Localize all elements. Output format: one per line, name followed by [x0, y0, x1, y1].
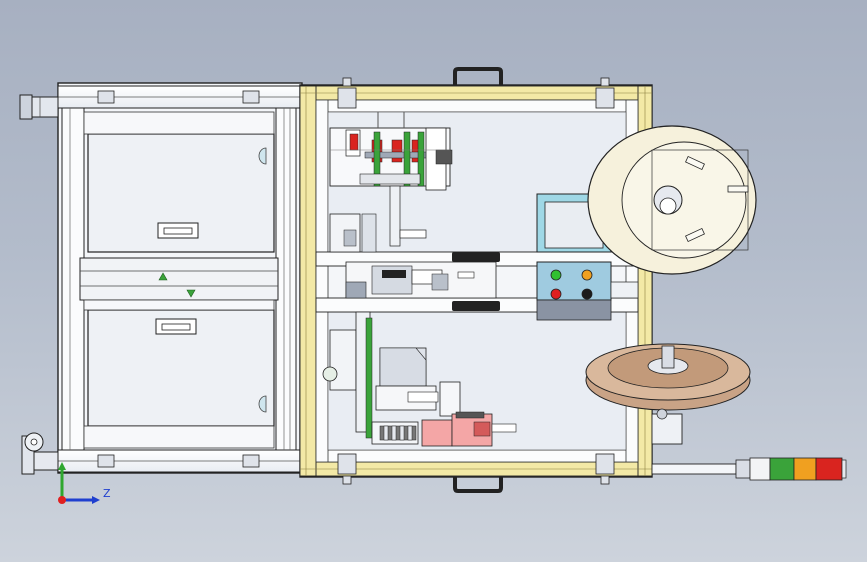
lower-drawer-latch — [258, 395, 267, 413]
bottom-carry-handle[interactable] — [453, 477, 503, 493]
tape-reel-lower — [585, 343, 751, 411]
feeder-mechanism-upper — [329, 112, 453, 253]
button-orange[interactable] — [581, 269, 593, 281]
left-cabinet — [57, 82, 303, 474]
crossbar-handle-lower[interactable] — [452, 301, 500, 311]
coordinate-triad: Z — [58, 462, 111, 504]
caster-wheel — [21, 432, 59, 475]
cylinder-fitting — [19, 94, 59, 120]
stack-light-orange-segment — [793, 457, 817, 481]
crimping-mechanism-lower — [322, 311, 461, 445]
reel-bracket — [651, 408, 683, 445]
button-green[interactable] — [550, 269, 562, 281]
feeder-mechanism-middle — [345, 261, 497, 299]
stack-light-red-segment — [815, 457, 843, 481]
servo-motor — [421, 411, 517, 447]
stack-light — [651, 457, 847, 481]
tape-reel-upper — [587, 125, 757, 275]
left-rail-brackets — [97, 90, 260, 468]
drawer-divider — [79, 257, 279, 301]
crossbar-handle-upper[interactable] — [452, 252, 500, 262]
top-carry-handle[interactable] — [453, 67, 503, 85]
control-box — [536, 261, 612, 321]
button-black[interactable] — [581, 288, 593, 300]
frame-left-post — [299, 85, 317, 477]
up-arrow-icon — [158, 272, 168, 281]
z-axis-label: Z — [103, 487, 111, 500]
stack-light-green-segment — [769, 457, 795, 481]
button-red[interactable] — [550, 288, 562, 300]
upper-drawer-latch — [258, 147, 267, 165]
frame-corner-brackets — [337, 77, 615, 485]
down-arrow-icon — [186, 289, 196, 298]
stack-light-white-segment — [749, 457, 771, 481]
left-post-right — [275, 107, 297, 451]
